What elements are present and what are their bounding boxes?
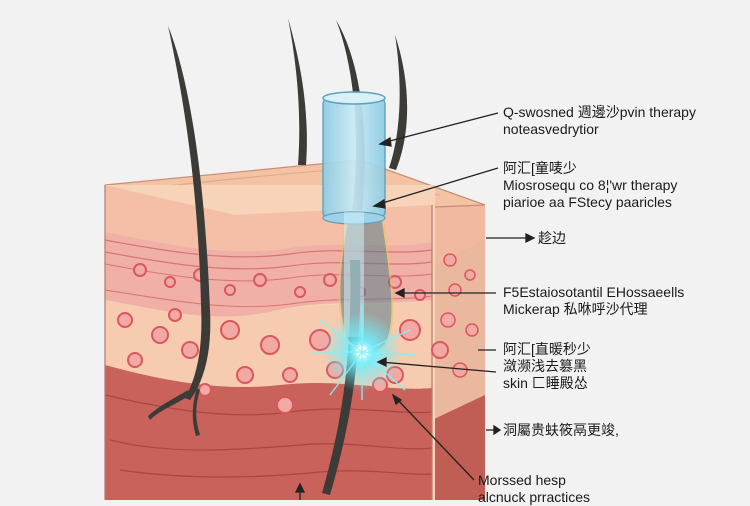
label-stem-cells-line1: F5Estaiosotantil EHossaeells	[503, 284, 685, 300]
label-probe-therapy-line1: Q-swosned 週邊沙pvin therapy	[503, 104, 696, 120]
label-skin-response-line3: skin 匚睡殿怂	[503, 375, 588, 391]
label-microscope-therapy-line3: piarioe aa FStecy paaricles	[503, 194, 672, 210]
label-layer-edge: 趁边	[538, 230, 566, 247]
label-skin-response: 阿汇[直暖秒少 潋濒浅去篡黑 skin 匚睡殿怂	[503, 341, 591, 392]
label-microscope-therapy: 阿汇[童唛少 Miosrosequ co 8¦'wr therapy piari…	[503, 160, 677, 211]
label-probe-therapy: Q-swosned 週邊沙pvin therapy noteasvedrytio…	[503, 104, 696, 138]
label-deep-layer: 洞屬贵蚨筱鬲更竣,	[503, 422, 619, 439]
label-probe-therapy-line2: noteasvedrytior	[503, 121, 599, 137]
label-stem-cells: F5Estaiosotantil EHossaeells Mickerap 私咻…	[503, 284, 684, 318]
label-skin-response-line2: 潋濒浅去篡黑	[503, 358, 587, 374]
label-stem-cells-line2: Mickerap 私咻呼沙代理	[503, 301, 648, 317]
label-layer-edge-line1: 趁边	[538, 230, 566, 246]
label-bottom-note-line2: alcnuck prractices	[478, 489, 591, 505]
label-microscope-therapy-line2: Miosrosequ co 8¦'wr therapy	[503, 177, 678, 193]
laser-glow	[312, 305, 416, 400]
leader-lines	[294, 112, 536, 500]
label-skin-response-line1: 阿汇[直暖秒少	[503, 341, 591, 357]
laser-probe	[322, 91, 386, 337]
label-bottom-note: Morssed hesp alcnuck prractices	[478, 472, 590, 506]
side-cells	[440, 253, 479, 378]
label-deep-layer-line1: 洞屬贵蚨筱鬲更竣,	[503, 422, 619, 438]
label-microscope-therapy-line1: 阿汇[童唛少	[503, 160, 577, 176]
label-bottom-note-line1: Morssed hesp	[478, 472, 566, 488]
